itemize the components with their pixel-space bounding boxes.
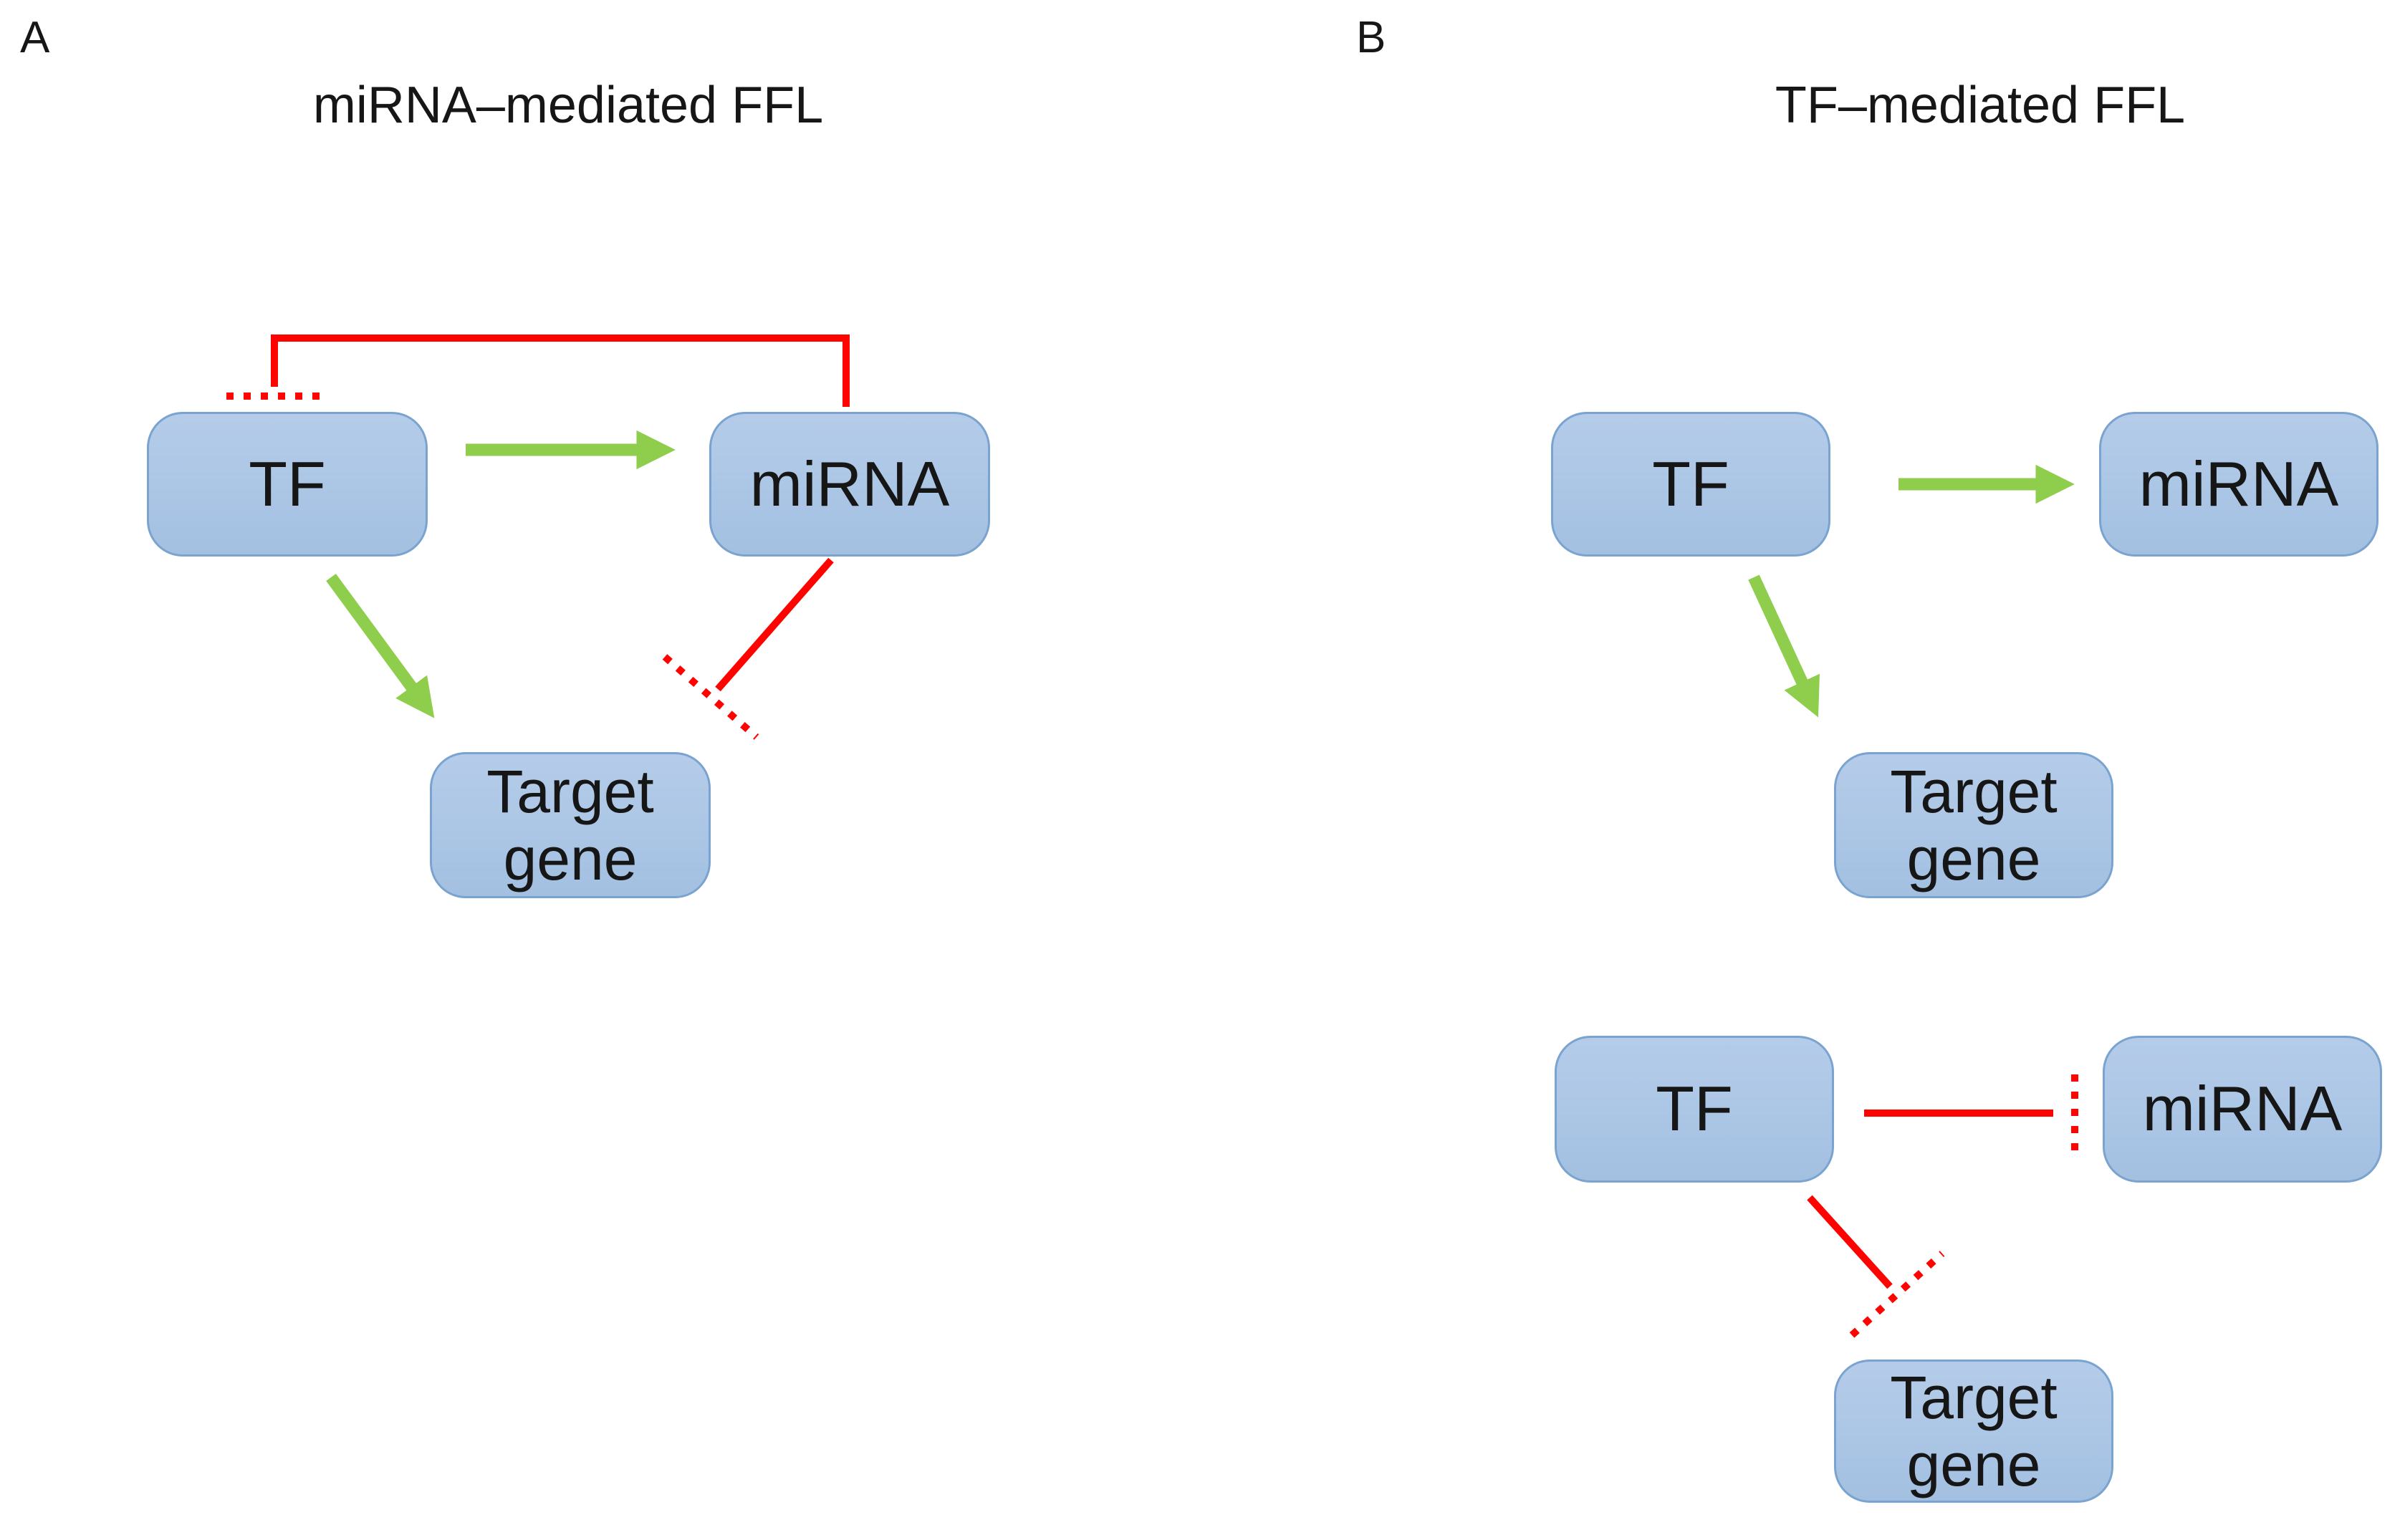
node-b1-mirna: miRNA: [2099, 412, 2378, 557]
node-b1-tf-label: TF: [1652, 448, 1729, 519]
node-b1-target-gene: Target gene: [1834, 752, 2113, 898]
node-a-tf-label: TF: [249, 448, 326, 519]
node-b2-mirna-label: miRNA: [2142, 1073, 2343, 1145]
node-b2-target-gene: Target gene: [1834, 1359, 2113, 1503]
edge-a-mirna-inhibits-target-dotted-bar-icon: [662, 654, 759, 740]
edge-b2-tf-inhibits-target-dotted-bar-icon: [1849, 1251, 1945, 1338]
node-a-mirna: miRNA: [709, 412, 990, 557]
node-b1-tf: TF: [1551, 412, 1830, 557]
panel-b-label: B: [1356, 13, 1386, 62]
panel-a-label: A: [20, 13, 50, 62]
edge-b1-tf-activates-target-arrow: [1748, 574, 1820, 718]
node-b2-mirna: miRNA: [2103, 1036, 2382, 1183]
edge-a-mirna-inhibits-target-line: [715, 557, 834, 692]
node-b2-tf-label: TF: [1656, 1073, 1733, 1145]
node-b1-mirna-label: miRNA: [2138, 448, 2339, 519]
edge-a-mirna-inhibits-tf-line: [271, 335, 850, 407]
panel-a-title: miRNA–mediated FFL: [312, 77, 824, 134]
node-b2-tf: TF: [1555, 1036, 1834, 1183]
panel-b-title: TF–mediated FFL: [1775, 77, 2186, 134]
edge-a-tf-activates-target-arrow: [326, 573, 435, 718]
node-b2-target-gene-label: Target gene: [1890, 1363, 2058, 1498]
node-a-target-gene-label: Target gene: [486, 757, 654, 892]
node-a-tf: TF: [147, 412, 428, 557]
node-b1-target-gene-label: Target gene: [1890, 757, 2058, 892]
node-a-target-gene: Target gene: [430, 752, 711, 898]
node-a-mirna-label: miRNA: [749, 448, 950, 519]
edge-b2-tf-inhibits-target-line: [1807, 1195, 1893, 1289]
